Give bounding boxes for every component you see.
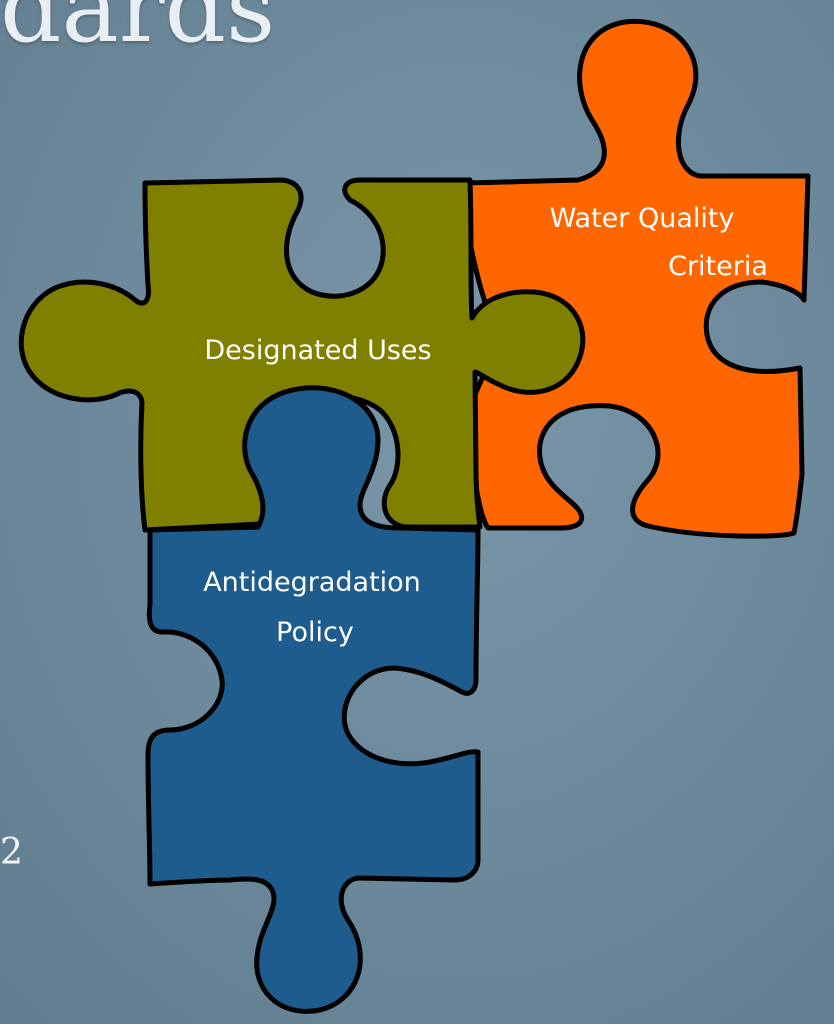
piece-water-quality-criteria-shape [459, 18, 811, 539]
piece-antidegradation-policy: Antidegradation Policy [145, 385, 481, 1014]
piece-designated-uses-label-line-1: Designated Uses [204, 335, 431, 366]
piece-antidegradation-policy-shape [145, 385, 481, 1014]
piece-designated-uses: Designated Uses [18, 177, 586, 533]
page-number: 2 [0, 832, 23, 873]
piece-antidegradation-policy-label-line-1: Antidegradation [203, 567, 421, 598]
piece-designated-uses-shape [18, 177, 586, 533]
piece-water-quality-criteria-label-line-2: Criteria [668, 251, 768, 282]
piece-antidegradation-policy-label-line-2: Policy [276, 617, 354, 648]
slide-title: dards [0, 0, 276, 64]
piece-water-quality-criteria: Water Quality Criteria [459, 18, 811, 539]
piece-water-quality-criteria-label-line-1: Water Quality [550, 203, 735, 234]
